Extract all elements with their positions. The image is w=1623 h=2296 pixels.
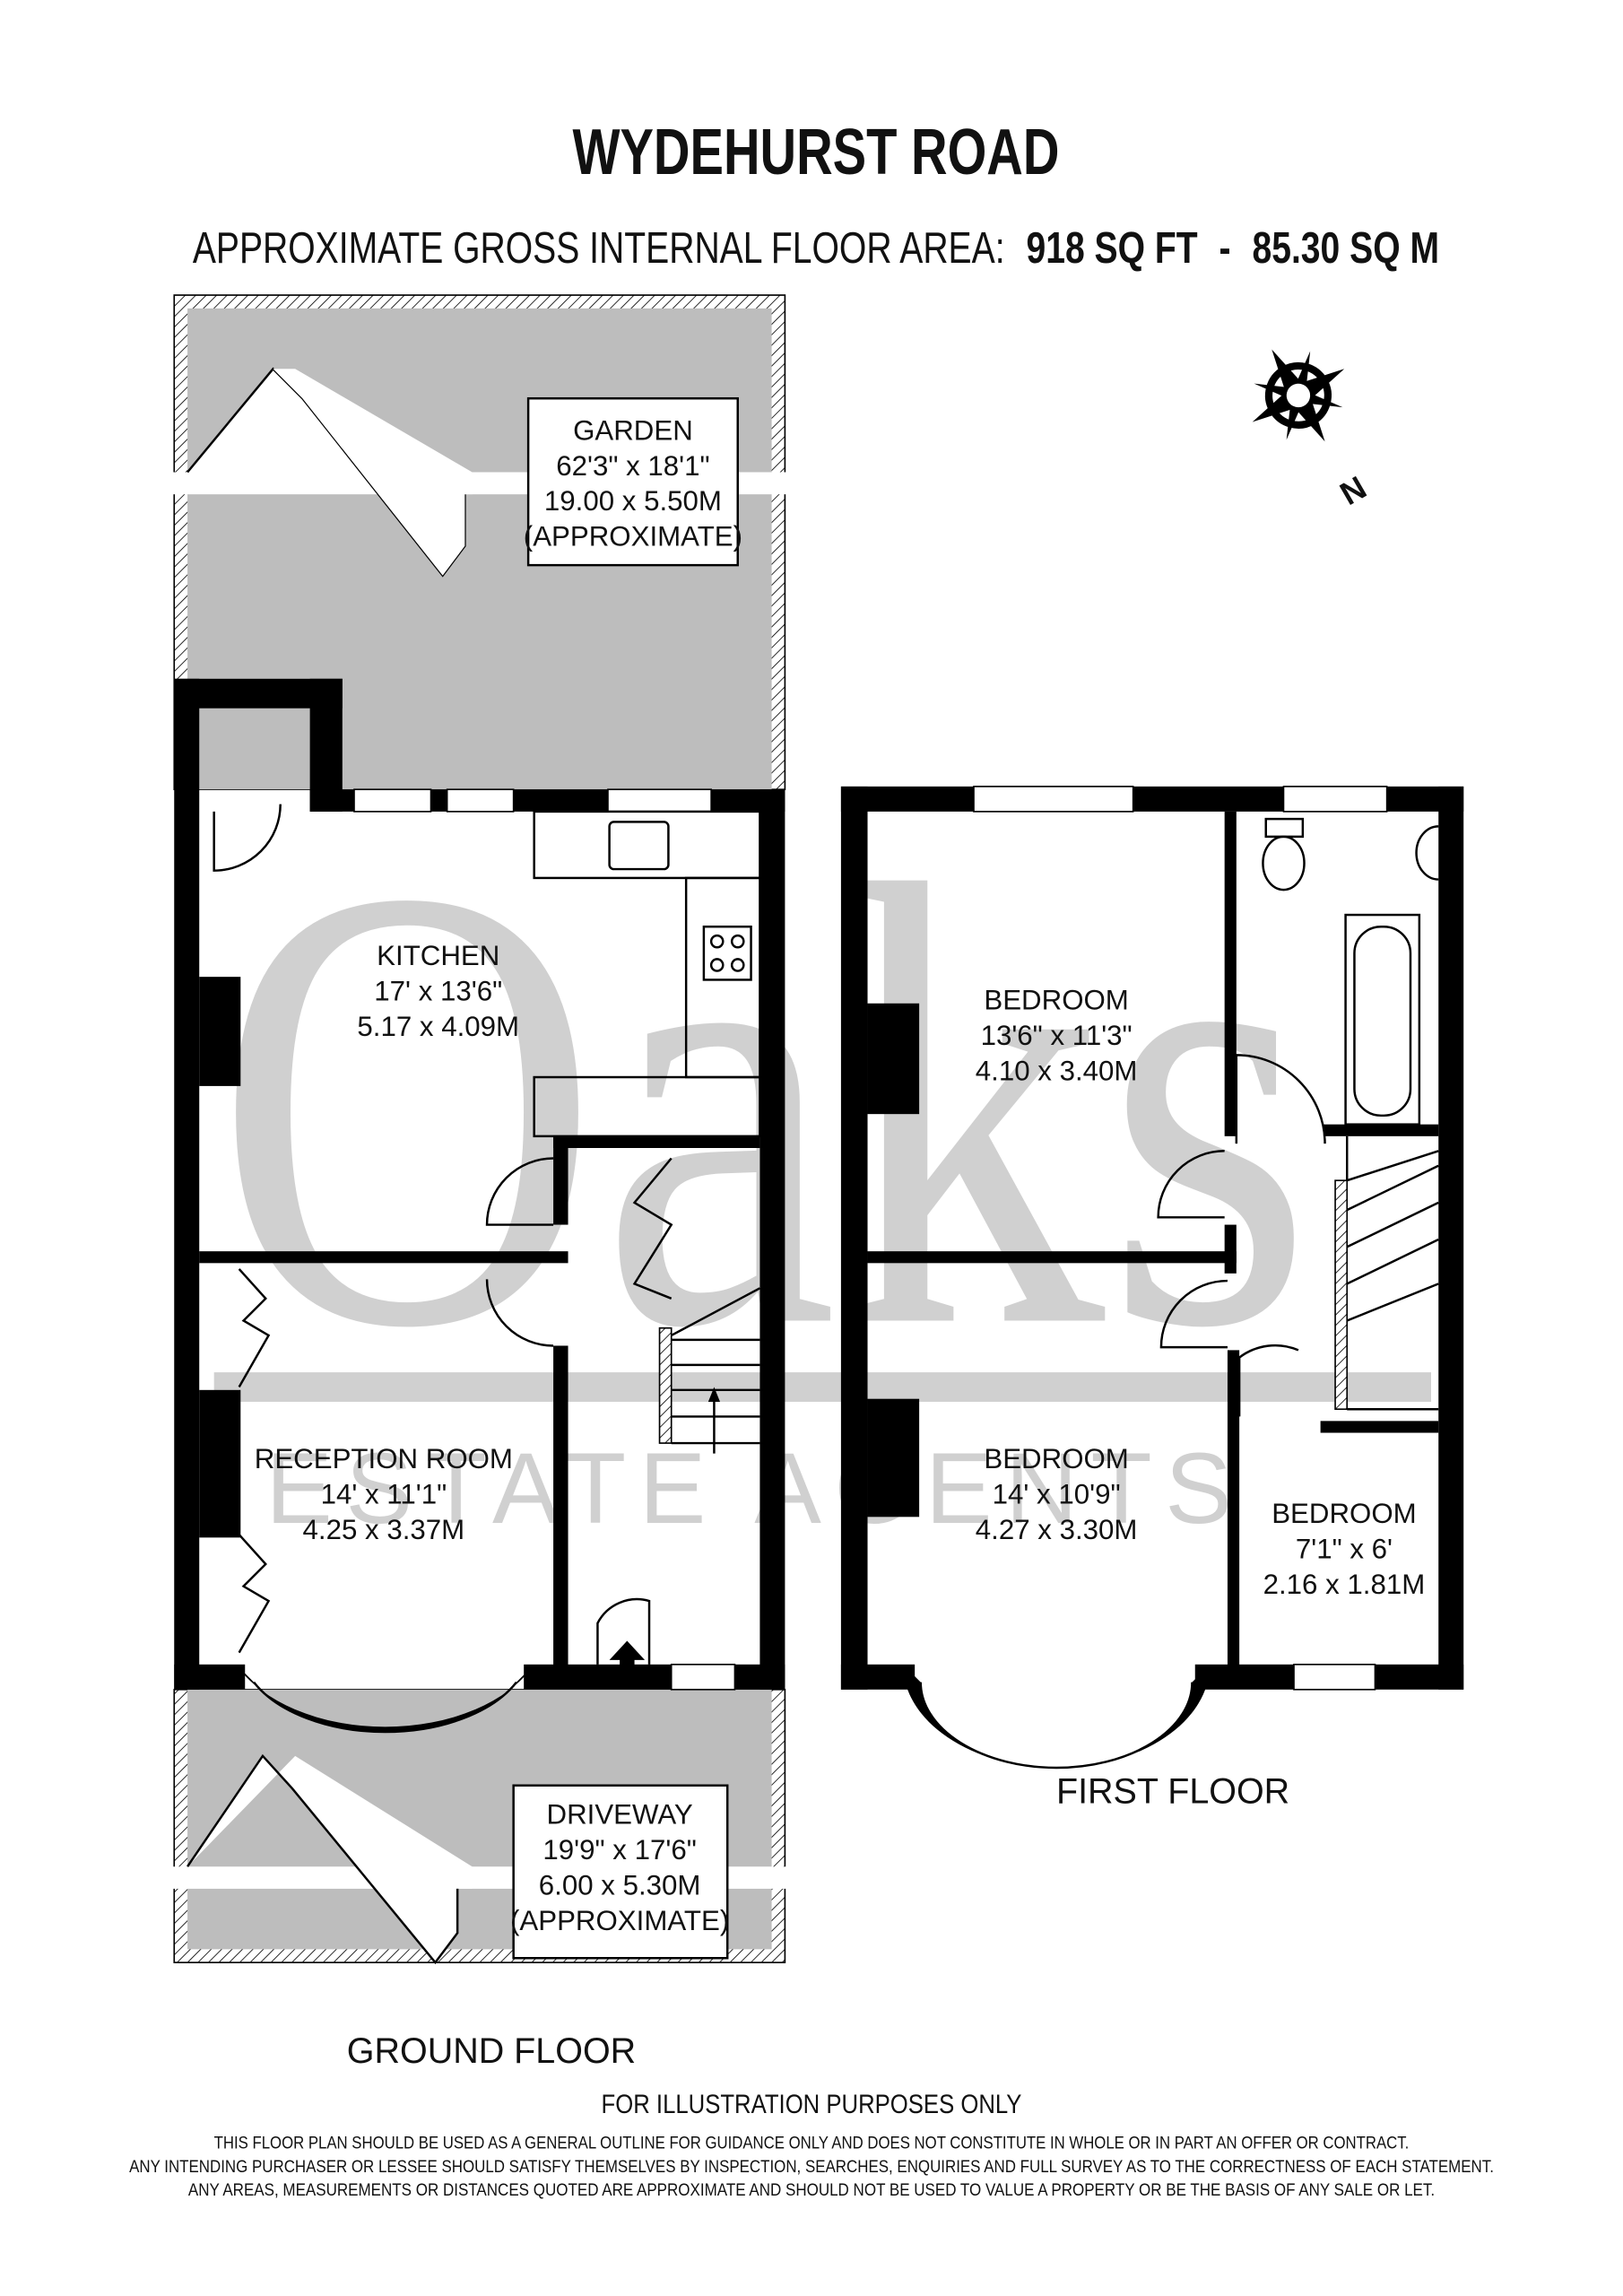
svg-text:BEDROOM: BEDROOM: [984, 1443, 1128, 1474]
ground-floor-label: GROUND FLOOR: [347, 2031, 636, 2071]
disclaimer-line-2: ANY INTENDING PURCHASER OR LESSEE SHOULD…: [129, 2157, 1494, 2177]
floor-area-sqft: 918 SQ FT: [1026, 223, 1197, 273]
svg-text:2.16 x 1.81M: 2.16 x 1.81M: [1263, 1569, 1426, 1600]
svg-text:13'6" x 11'3": 13'6" x 11'3": [981, 1020, 1133, 1051]
bedroom-2-label: BEDROOM 14' x 10'9" 4.27 x 3.30M: [976, 1443, 1138, 1545]
bath-icon: [1344, 913, 1421, 1126]
driveway-area: [162, 1688, 797, 1965]
svg-text:RECEPTION ROOM: RECEPTION ROOM: [255, 1443, 513, 1474]
svg-text:6.00 x 5.30M: 6.00 x 5.30M: [539, 1869, 701, 1900]
bedroom-3-label: BEDROOM 7'1" x 6' 2.16 x 1.81M: [1263, 1498, 1426, 1600]
svg-text:19'9" x 17'6": 19'9" x 17'6": [542, 1834, 696, 1866]
svg-text:BEDROOM: BEDROOM: [984, 984, 1128, 1015]
svg-text:KITCHEN: KITCHEN: [377, 940, 499, 971]
first-floor-label: FIRST FLOOR: [1056, 1771, 1289, 1811]
svg-text:14' x 11'1": 14' x 11'1": [321, 1479, 447, 1510]
svg-text:4.10 x 3.40M: 4.10 x 3.40M: [976, 1055, 1138, 1086]
ground-floor-walls: [174, 678, 785, 1734]
svg-text:62'3" x 18'1": 62'3" x 18'1": [556, 450, 709, 482]
garden-label: GARDEN 62'3" x 18'1" 19.00 x 5.50M (APPR…: [524, 414, 742, 552]
page-title: WYDEHURST ROAD: [572, 116, 1059, 188]
toilet-icon: [1262, 817, 1306, 891]
svg-text:4.25 x 3.37M: 4.25 x 3.37M: [303, 1514, 465, 1545]
floor-area-subtitle: APPROXIMATE GROSS INTERNAL FLOOR AREA: 9…: [193, 223, 1439, 273]
basin-icon: [1415, 825, 1439, 881]
disclaimer-line-3: ANY AREAS, MEASUREMENTS OR DISTANCES QUO…: [188, 2180, 1435, 2200]
driveway-label: DRIVEWAY 19'9" x 17'6" 6.00 x 5.30M (APP…: [510, 1799, 729, 1936]
floor-area-sqm: 85.30 SQ M: [1252, 223, 1439, 273]
svg-text:17' x 13'6": 17' x 13'6": [374, 975, 502, 1006]
svg-text:4.27 x 3.30M: 4.27 x 3.30M: [976, 1514, 1138, 1545]
illustration-note: FOR ILLUSTRATION PURPOSES ONLY: [602, 2090, 1022, 2119]
watermark: Oaks ESTATE AGENTS: [213, 756, 1432, 1544]
svg-text:7'1" x 6': 7'1" x 6': [1296, 1533, 1393, 1564]
floor-area-label: APPROXIMATE GROSS INTERNAL FLOOR AREA:: [193, 223, 1005, 273]
svg-text:DRIVEWAY: DRIVEWAY: [547, 1799, 693, 1831]
entrance-arrow-icon: [609, 1640, 646, 1683]
reception-label: RECEPTION ROOM 14' x 11'1" 4.25 x 3.37M: [255, 1443, 513, 1545]
svg-text:5.17 x 4.09M: 5.17 x 4.09M: [357, 1011, 519, 1042]
svg-text:14' x 10'9": 14' x 10'9": [993, 1479, 1121, 1510]
bedroom-1-label: BEDROOM 13'6" x 11'3" 4.10 x 3.40M: [976, 984, 1138, 1086]
kitchen-label: KITCHEN 17' x 13'6" 5.17 x 4.09M: [357, 940, 519, 1042]
floor-area-separator: -: [1219, 223, 1231, 273]
disclaimer-line-1: THIS FLOOR PLAN SHOULD BE USED AS A GENE…: [214, 2133, 1410, 2152]
compass-icon: [1252, 349, 1345, 442]
svg-text:BEDROOM: BEDROOM: [1271, 1498, 1416, 1529]
svg-text:(APPROXIMATE): (APPROXIMATE): [524, 521, 742, 552]
compass-north-label: N: [1333, 469, 1372, 513]
hob-icon: [702, 925, 752, 981]
watermark-band: [213, 1372, 1432, 1402]
svg-text:GARDEN: GARDEN: [573, 414, 693, 446]
svg-text:19.00 x 5.50M: 19.00 x 5.50M: [544, 485, 722, 517]
first-floor-walls: [840, 786, 1464, 1770]
garden-area: [162, 294, 797, 791]
svg-text:(APPROXIMATE): (APPROXIMATE): [510, 1905, 729, 1936]
